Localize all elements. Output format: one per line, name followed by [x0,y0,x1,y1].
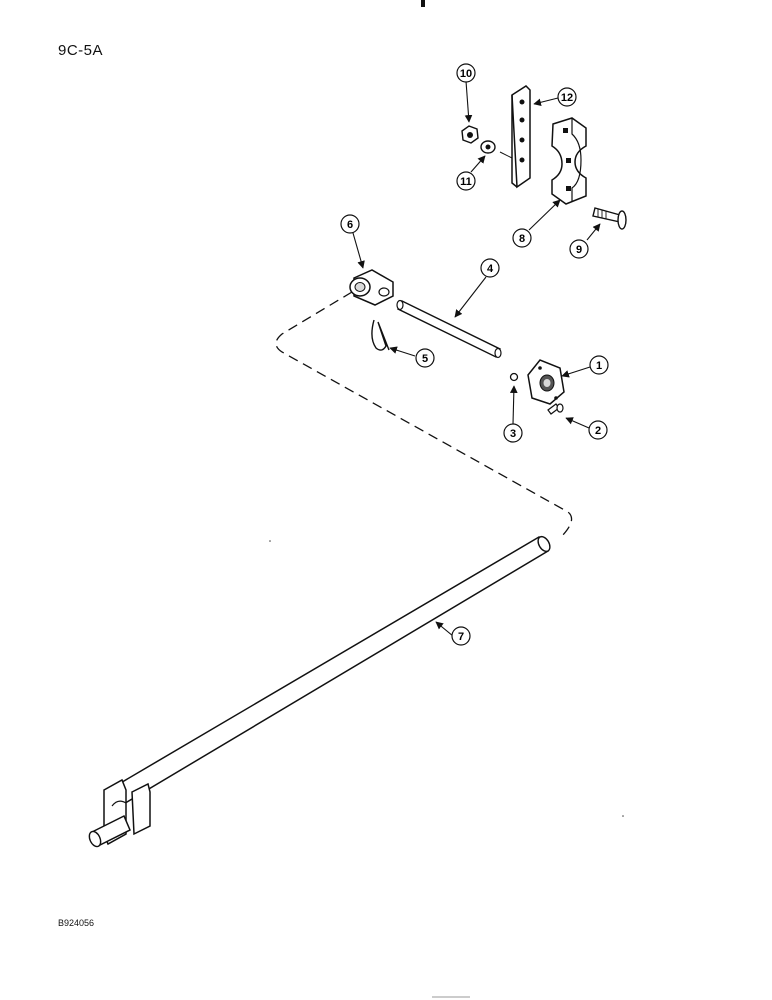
page-reference: 9C-5A [58,42,104,59]
part-8-clamp [551,117,587,205]
leader-4 [454,276,487,318]
callout-12: 12 [557,87,577,107]
callout-7: 7 [451,626,471,646]
callout-8: 8 [512,228,532,248]
part-5-hairpin [371,319,390,351]
leader-12 [533,97,559,107]
callout-6-label: 6 [347,219,353,231]
leader-2 [565,417,590,429]
leader-5 [389,346,416,357]
part-9-bolt [592,207,627,230]
callout-3: 3 [503,423,523,443]
callout-9: 9 [569,239,589,259]
leader-8 [528,199,561,231]
callout-12-label: 12 [561,92,573,104]
callout-8-label: 8 [519,233,525,245]
assembly-path-line [275,291,573,539]
leader-6 [352,232,365,269]
leader-1 [561,366,591,378]
scan-speck [622,815,624,817]
part-12-plate [499,85,531,189]
leader-7 [435,621,454,637]
callout-11-label: 11 [460,176,472,188]
callout-5-label: 5 [422,353,428,365]
callout-7-label: 7 [458,631,464,643]
leader-9 [586,223,601,241]
callout-1: 1 [589,355,609,375]
page-top-mark [421,0,425,7]
callout-3-label: 3 [510,428,516,440]
part-11-washer [480,140,496,154]
leader-10 [464,80,473,123]
part-1-bearing-plate [527,359,565,405]
callout-9-label: 9 [576,244,582,256]
callout-10-label: 10 [460,68,472,80]
callout-4-label: 4 [487,263,494,275]
figure-code: B924056 [58,918,95,928]
callout-10: 10 [456,63,476,83]
part-7-shaft [88,535,551,848]
callout-11: 11 [456,171,476,191]
scan-speck [269,540,271,542]
leader-11 [470,155,486,173]
leader-3 [509,385,518,425]
leader-lines [352,80,601,637]
callout-2: 2 [588,420,608,440]
callout-6: 6 [340,214,360,234]
callout-1-label: 1 [596,360,602,372]
part-3-ring [509,372,519,382]
callout-2-label: 2 [595,425,601,437]
callout-5: 5 [415,348,435,368]
part-10-nut [461,125,479,144]
part-4-pin [396,299,502,359]
part-6-swivel [349,269,394,306]
callout-4: 4 [480,258,500,278]
part-2-screw [547,403,564,415]
